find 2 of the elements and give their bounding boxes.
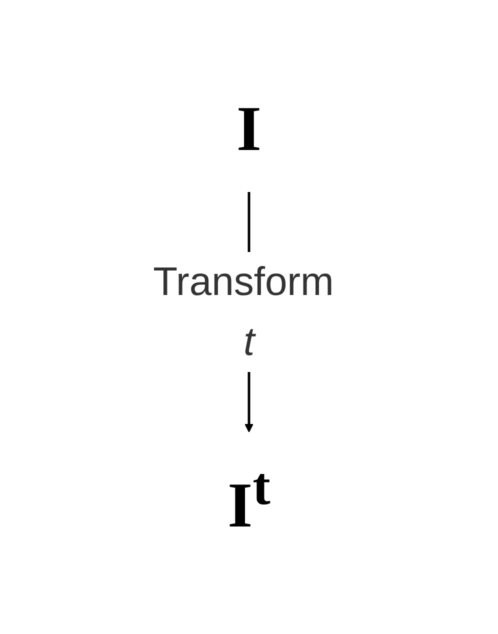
node-text: I: [236, 92, 262, 164]
edge-label: Transform t: [153, 260, 334, 364]
